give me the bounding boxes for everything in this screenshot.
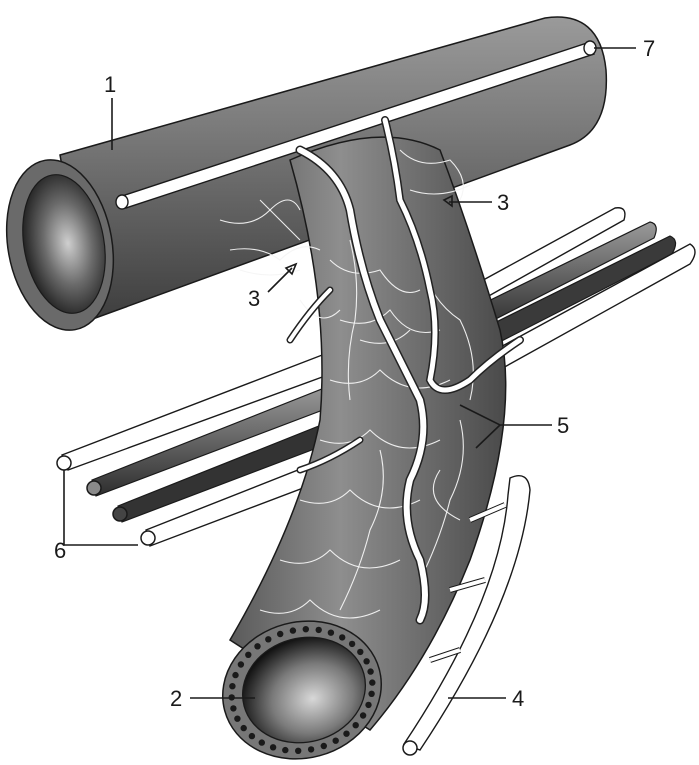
wall-pore [368, 691, 374, 697]
label-3-left: 3 [248, 286, 260, 311]
wall-pore [343, 731, 349, 737]
wall-pore [363, 658, 369, 664]
wall-pore [259, 739, 265, 745]
wall-pore [245, 652, 251, 658]
wall-pore [367, 668, 373, 674]
wall-pore [295, 748, 301, 754]
wall-pore [308, 746, 314, 752]
label-3-right: 3 [497, 190, 509, 215]
wall-pore [369, 679, 375, 685]
label-2: 2 [170, 686, 182, 711]
wall-pore [360, 712, 366, 718]
wall-pore [339, 634, 345, 640]
wall-pore [249, 733, 255, 739]
wall-pore [349, 641, 355, 647]
wall-pore [353, 722, 359, 728]
wall-pore [357, 649, 363, 655]
wall-pore [365, 702, 371, 708]
label-4: 4 [512, 686, 524, 711]
wall-pore [328, 630, 334, 636]
label-5: 5 [557, 413, 569, 438]
label-7: 7 [643, 36, 655, 61]
wall-pore [282, 747, 288, 753]
wall-pore [229, 683, 235, 689]
wall-pore [316, 627, 322, 633]
wall-pore [265, 636, 271, 642]
wall-pore [234, 716, 240, 722]
wall-pore [321, 743, 327, 749]
wall-pore [290, 627, 296, 633]
wall-pore [303, 626, 309, 632]
wall-pore [333, 738, 339, 744]
wall-pore [230, 705, 236, 711]
wall-pore [238, 661, 244, 667]
wall-pore [277, 631, 283, 637]
label-1: 1 [104, 72, 116, 97]
label-6: 6 [54, 538, 66, 563]
wall-pore [270, 744, 276, 750]
wall-pore [232, 672, 238, 678]
wall-pore [254, 643, 260, 649]
wall-pore [241, 725, 247, 731]
